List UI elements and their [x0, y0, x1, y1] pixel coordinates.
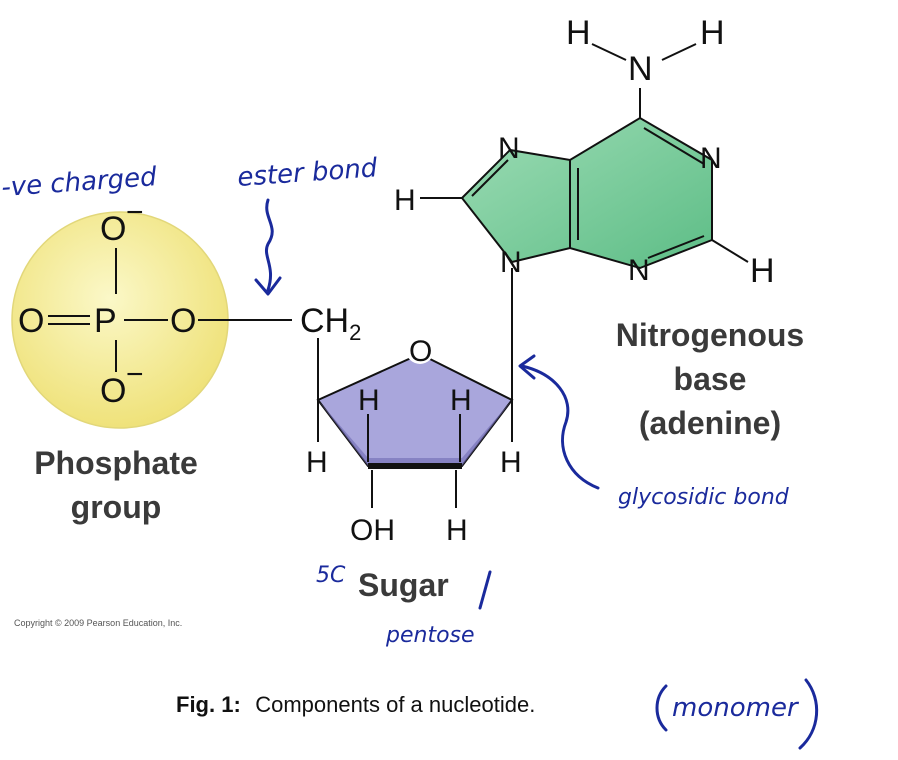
phosphate-label-line2: group: [71, 489, 162, 525]
base-label-line1: Nitrogenous: [616, 317, 804, 353]
base-label-line2: base: [674, 361, 747, 397]
caption: Fig. 1: Components of a nucleotide.: [176, 692, 535, 717]
base-amine-h-left-bond: [591, 43, 627, 61]
phosphate-o-bottom: O: [100, 372, 126, 410]
caption-text: Components of a nucleotide.: [255, 692, 535, 717]
sugar-oh: OH: [350, 514, 395, 547]
sugar-ring-o: O: [409, 335, 432, 368]
annotation-pentose: pentose: [385, 623, 475, 648]
base-n1: N: [498, 132, 520, 165]
sugar-h5: H: [446, 514, 468, 547]
caption-label: Fig. 1:: [176, 692, 241, 717]
sugar-slash: [478, 570, 492, 610]
ester-arrowhead: [254, 276, 282, 296]
base-h-top-left: H: [566, 14, 591, 52]
sugar-h4: H: [500, 446, 522, 479]
base-n4: N: [628, 254, 650, 287]
phosphate-o-left: O: [18, 302, 44, 340]
copyright: Copyright © 2009 Pearson Education, Inc.: [14, 618, 182, 628]
sugar-h2: H: [450, 384, 472, 417]
phosphate-o-right: O: [170, 302, 196, 340]
base-n3: N: [500, 246, 522, 279]
sugar-ch2: CH2: [300, 302, 361, 345]
annotation-5c: 5C: [316, 563, 346, 588]
phosphate-o-bottom-charge: −: [126, 358, 144, 391]
base-h-top-right: H: [700, 14, 725, 52]
base-h-right-bond: [711, 239, 749, 263]
base-inner-3: [643, 127, 705, 165]
base-n-amine: N: [628, 50, 653, 88]
annotation-ester-bond: ester bond: [236, 153, 378, 193]
base-outline: [460, 116, 713, 270]
base-inner-4: [647, 235, 705, 259]
phosphate-p: P: [94, 302, 117, 340]
phosphate-label-line1: Phosphate: [34, 445, 198, 481]
base-label-line3: (adenine): [639, 405, 781, 441]
annotation-glycosidic-bond: glycosidic bond: [618, 485, 790, 510]
sugar-label: Sugar: [358, 567, 449, 603]
glycosidic-arrowhead: [518, 354, 536, 380]
phosphate-o-top-charge: −: [126, 196, 144, 229]
sugar-h3: H: [306, 446, 328, 479]
monomer-paren-right: [798, 678, 819, 750]
base-inner-2: [471, 159, 509, 197]
ester-arrow: [265, 198, 274, 292]
phosphate-o-top: O: [100, 210, 126, 248]
base-amine-h-right-bond: [661, 43, 697, 61]
sugar-h1: H: [358, 384, 380, 417]
sugar-ring: [316, 352, 514, 467]
base-h-left: H: [394, 184, 416, 217]
glycosidic-arrow: [520, 364, 600, 490]
base-n2: N: [700, 142, 722, 175]
annotation-monomer: monomer: [672, 693, 800, 723]
base-h-right: H: [750, 252, 775, 290]
sugar-ring-o-bg: [406, 336, 434, 364]
monomer-paren-left: [655, 684, 668, 732]
